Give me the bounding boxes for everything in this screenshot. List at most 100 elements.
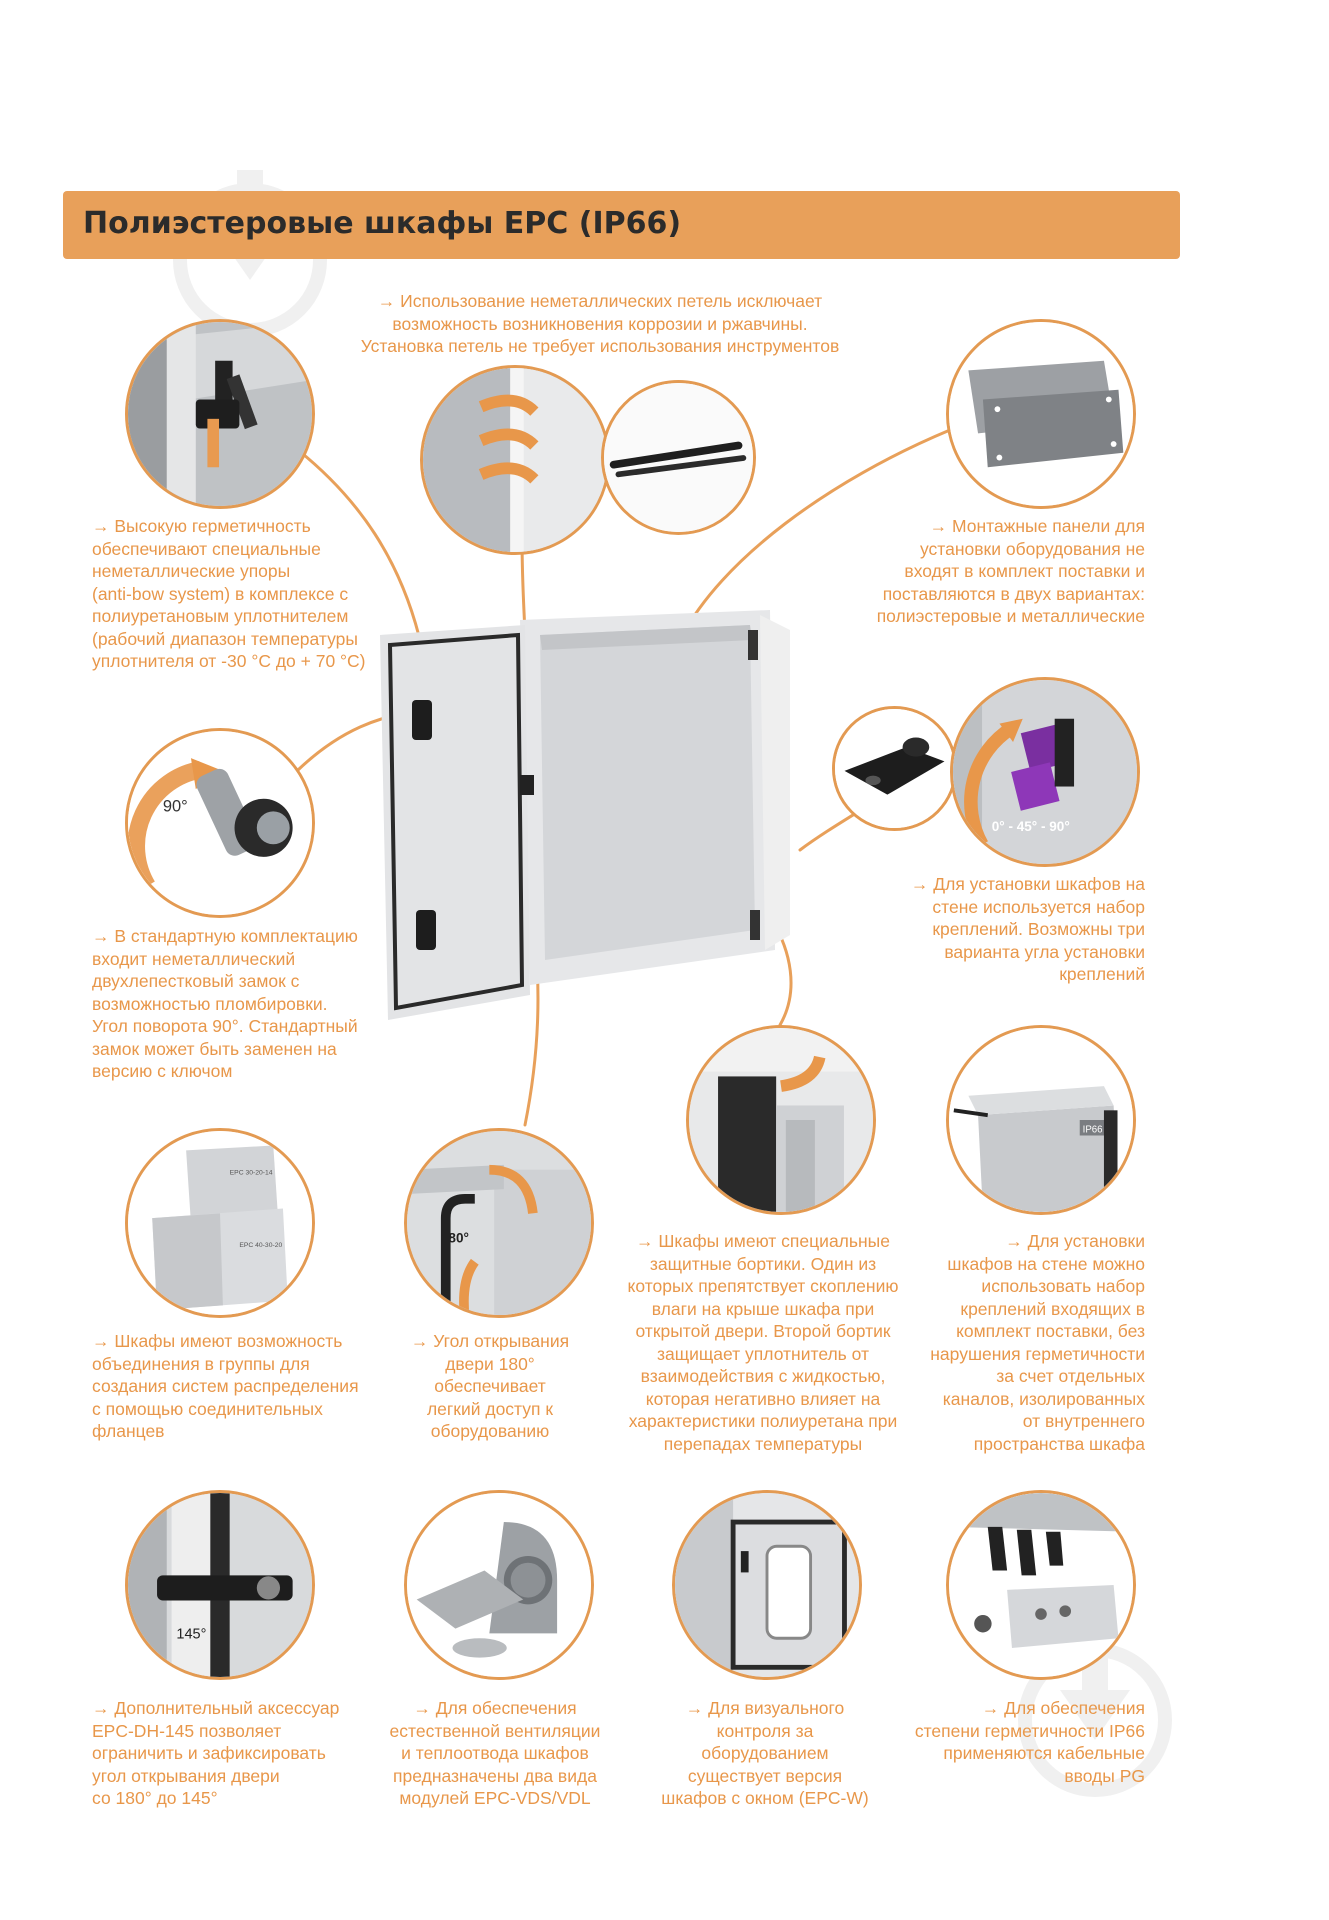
caption-line: → Использование неметаллических петель и… bbox=[377, 291, 823, 311]
photo-sealing-stops bbox=[125, 319, 315, 509]
caption-line: и теплоотвода шкафов bbox=[401, 1743, 589, 1763]
caption-line: → Для установки шкафов на bbox=[910, 874, 1145, 894]
caption-wall-mount: → Для установки шкафов на стене использу… bbox=[880, 873, 1145, 986]
caption-line: двери 180° bbox=[445, 1353, 535, 1374]
caption-line: комплект поставки, без bbox=[956, 1321, 1145, 1341]
caption-line: перепадах температуры bbox=[663, 1433, 863, 1454]
caption-line: естественной вентиляции bbox=[389, 1720, 601, 1741]
limiter-angle-label: 145° bbox=[176, 1626, 206, 1642]
caption-line: защищает уплотнитель от bbox=[656, 1343, 870, 1364]
caption-line: → Шкафы имеют возможность bbox=[92, 1331, 343, 1351]
caption-line: → Для визуального bbox=[685, 1698, 845, 1718]
photo-lock: 90° bbox=[125, 728, 315, 918]
caption-line: объединения в группы для bbox=[92, 1353, 310, 1374]
photo-window-version bbox=[672, 1490, 862, 1680]
caption-rims: → Шкафы имеют специальные защитные борти… bbox=[618, 1230, 908, 1455]
caption-limiter: → Дополнительный аксессуар EPC-DH-145 по… bbox=[92, 1697, 392, 1810]
bracket-angle-label: 0° - 45° - 90° bbox=[992, 819, 1070, 834]
photo-mounting-panels bbox=[946, 319, 1136, 509]
caption-line: уплотнителя от -30 °С до + 70 °С) bbox=[92, 651, 366, 671]
caption-line: → Угол открывания bbox=[410, 1331, 570, 1351]
caption-line: пространства шкафа bbox=[973, 1433, 1145, 1454]
caption-glands: → Для обеспечения степени герметичности … bbox=[890, 1697, 1145, 1787]
caption-line: → Для установки bbox=[1005, 1231, 1145, 1251]
caption-line: замок может быть заменен на bbox=[92, 1038, 337, 1059]
caption-line: угол открывания двери bbox=[92, 1765, 280, 1786]
caption-line: взаимодействия с жидкостью, bbox=[640, 1366, 886, 1386]
caption-line: модулей EPC-VDS/VDL bbox=[399, 1788, 591, 1808]
box-bottom-label: EPC 40-30-20 bbox=[239, 1242, 282, 1249]
caption-sealing: → Высокую герметичность обеспечивают спе… bbox=[92, 515, 392, 673]
photo-wall-bracket bbox=[832, 706, 957, 831]
caption-line: ограничить и зафиксировать bbox=[92, 1743, 326, 1763]
caption-line: установки оборудования не bbox=[920, 538, 1145, 559]
caption-line: стене используется набор bbox=[932, 896, 1145, 917]
cabinet-illustration bbox=[380, 610, 790, 1020]
caption-line: возможностью пломбировки. bbox=[92, 993, 328, 1014]
caption-line: нарушения герметичности bbox=[930, 1343, 1145, 1364]
caption-line: вводы PG bbox=[1064, 1765, 1145, 1786]
caption-line: от внутреннего bbox=[1022, 1411, 1145, 1431]
caption-line: двухлепестковый замок с bbox=[92, 971, 300, 991]
caption-line: со 180° до 145° bbox=[92, 1788, 218, 1808]
caption-line: → Шкафы имеют специальные bbox=[636, 1231, 890, 1251]
caption-line: обеспечивает bbox=[434, 1376, 546, 1396]
caption-lock: → В стандартную комплектацию входит неме… bbox=[92, 925, 392, 1083]
caption-line: применяются кабельные bbox=[943, 1743, 1145, 1763]
caption-line: Установка петель не требует использовани… bbox=[360, 336, 840, 356]
photo-cable-glands bbox=[946, 1490, 1136, 1680]
caption-line: → Высокую герметичность bbox=[92, 516, 311, 536]
caption-line: Угол поворота 90°. Стандартный bbox=[92, 1016, 358, 1036]
caption-line: предназначены два вида bbox=[393, 1765, 597, 1786]
caption-panels: → Монтажные панели для установки оборудо… bbox=[850, 515, 1145, 628]
header-bar: Полиэстеровые шкафы EPC (IP66) bbox=[63, 191, 1180, 259]
caption-line: оборудованию bbox=[430, 1421, 550, 1441]
caption-line: легкий доступ к bbox=[426, 1398, 554, 1419]
photo-hinge-pins bbox=[601, 380, 756, 535]
lock-angle-label: 90° bbox=[163, 797, 188, 815]
caption-opening: → Угол открывания двери 180° обеспечивае… bbox=[395, 1330, 585, 1443]
caption-line: входит неметаллический bbox=[92, 948, 296, 969]
caption-line: EPC-DH-145 позволяет bbox=[92, 1720, 282, 1741]
caption-line: шкафов с окном (EPC-W) bbox=[661, 1788, 869, 1808]
photo-opening-180: 180° bbox=[404, 1128, 594, 1318]
caption-line: возможность возникновения коррозии и ржа… bbox=[392, 313, 808, 334]
caption-line: контроля за bbox=[716, 1720, 814, 1741]
caption-grouping: → Шкафы имеют возможность объединения в … bbox=[92, 1330, 392, 1443]
caption-wall-kit: → Для установки шкафов на стене можно ис… bbox=[905, 1230, 1145, 1455]
caption-line: защитные бортики. Один из bbox=[649, 1253, 877, 1274]
caption-line: использовать набор bbox=[981, 1276, 1145, 1296]
caption-line: шкафов на стене можно bbox=[947, 1253, 1145, 1274]
photo-hinges bbox=[420, 365, 610, 555]
caption-line: → В стандартную комплектацию bbox=[92, 926, 358, 946]
wall-kit-tag: IP66 bbox=[1083, 1125, 1103, 1136]
caption-line: за счет отдельных bbox=[996, 1366, 1145, 1386]
caption-line: → Монтажные панели для bbox=[929, 516, 1145, 536]
caption-line: неметаллические упоры bbox=[92, 561, 291, 581]
page-title: Полиэстеровые шкафы EPC (IP66) bbox=[83, 206, 682, 241]
photo-grouping: EPC 30-20-14 EPC 40-30-20 bbox=[125, 1128, 315, 1318]
caption-line: поставляются в двух вариантах: bbox=[882, 583, 1145, 604]
caption-line: степени герметичности IP66 bbox=[914, 1720, 1145, 1741]
caption-hinges: → Использование неметаллических петель и… bbox=[350, 290, 850, 358]
photo-wall-kit: IP66 bbox=[946, 1025, 1136, 1215]
caption-line: входят в комплект поставки и bbox=[904, 561, 1145, 581]
caption-line: варианта угла установки bbox=[944, 941, 1145, 962]
caption-line: обеспечивают специальные bbox=[92, 538, 321, 559]
caption-line: с помощью соединительных bbox=[92, 1398, 323, 1419]
caption-line: креплений bbox=[1059, 964, 1145, 984]
opening-angle-label: 180° bbox=[441, 1230, 469, 1245]
caption-line: существует версия bbox=[687, 1765, 843, 1786]
caption-line: влаги на крыше шкафа при bbox=[651, 1298, 875, 1319]
caption-line: которая негативно влияет на bbox=[645, 1388, 881, 1409]
caption-line: полиуретановым уплотнителем bbox=[92, 606, 349, 626]
caption-line: характеристики полиуретана при bbox=[628, 1411, 898, 1431]
caption-line: → Для обеспечения bbox=[981, 1698, 1145, 1718]
caption-line: полиэстеровые и металлические bbox=[876, 606, 1145, 626]
caption-line: креплений входящих в bbox=[960, 1298, 1145, 1319]
caption-line: каналов, изолированных bbox=[942, 1388, 1145, 1409]
photo-bracket-angles: 0° - 45° - 90° bbox=[950, 677, 1140, 867]
caption-line: → Дополнительный аксессуар bbox=[92, 1698, 340, 1718]
photo-door-limiter: 145° bbox=[125, 1490, 315, 1680]
